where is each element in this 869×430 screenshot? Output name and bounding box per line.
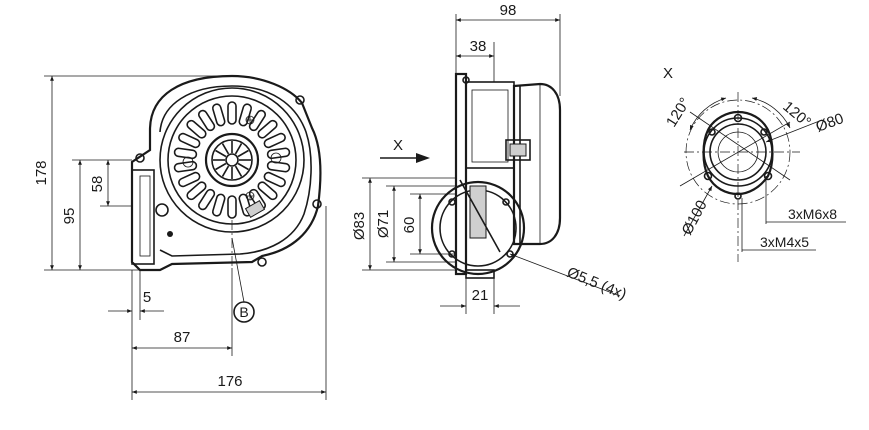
rotor-slot [227,101,237,125]
dim-outlet-offset: 5 [143,289,151,306]
dim-dia-mid: Ø71 [375,210,392,238]
rotor-slot [186,181,207,201]
rotor-slot [198,109,216,132]
rotor-slot [178,171,201,188]
detail-view: X 120° 120° Ø80 Ø100 3xM6x8 [663,65,846,262]
rotor-slot [186,119,207,139]
dim-depth-flange: 38 [470,38,487,55]
dim-depth-total: 98 [500,2,517,19]
view-arrow-label: X [393,137,403,154]
hub-spokes [213,141,251,179]
dim-outlet-inner: 58 [89,176,106,193]
hub-spoke [234,143,243,155]
rotor-slot [173,160,198,173]
dim-dia-outer: Ø83 [351,212,368,240]
rotor-slot [266,160,291,173]
dim-dia-outer: Ø100 [679,197,711,237]
rotor-slot [211,193,226,217]
side-view: X 98 38 Ø83 Ø71 60 21 Ø5,5 (4x) [351,2,629,314]
angle-right: 120° [779,98,814,131]
thread-large: 3xM6x8 [788,206,837,222]
dim-height-inner: 60 [401,217,418,234]
rotor-slot [263,132,286,149]
rotor-slot [211,103,226,127]
hub-spoke [234,165,243,177]
rotor-slots [173,101,291,219]
hole-callout: Ø5,5 (4x) [565,264,629,303]
rotor-slot [198,188,216,211]
dim-height-outlet: 95 [61,208,78,225]
thread-small: 3xM4x5 [760,234,809,250]
hub-spoke [215,162,227,171]
front-view: B 178 95 58 5 87 176 [33,74,327,400]
hub-spoke [221,143,230,155]
dim-width-bottom: 21 [472,287,489,304]
detail-marker-circle [233,301,255,323]
dim-height-total: 178 [33,160,50,185]
detail-marker-label: B [239,304,248,320]
rotor-slot [178,132,201,149]
rotor-slot [173,147,198,160]
detail-view-title: X [663,65,673,82]
dim-center-offset: 87 [174,329,191,346]
dim-dia-inner: Ø80 [814,110,846,136]
housing-outline [130,74,322,272]
angle-left: 120° [663,95,694,130]
rotor-slot [266,147,291,160]
hub-spoke [215,149,227,158]
hub-spoke [237,149,249,158]
rotor-slot [263,171,286,188]
rotor-slot [257,119,278,139]
dim-width-total: 176 [217,373,242,390]
hub-spoke [237,162,249,171]
rotor-slot [238,193,253,217]
rotor-slot [227,195,237,219]
hub-spoke [221,165,230,177]
rotor-slot [257,181,278,201]
